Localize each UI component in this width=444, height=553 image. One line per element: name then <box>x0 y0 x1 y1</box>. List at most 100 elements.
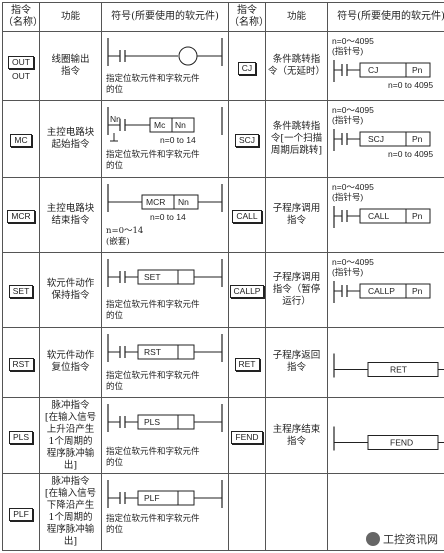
func-cell-right: 条件跳转指 令（无延时） <box>265 30 328 102</box>
symbol-note: n=0～14 (嵌套) <box>106 225 144 247</box>
range-label: n=0 to 14 <box>160 135 196 145</box>
cmd-box: MC <box>10 134 32 148</box>
sym-cell-right <box>327 473 444 551</box>
instruction-box <box>359 131 431 147</box>
header-func-2: 功能 <box>265 2 328 32</box>
cmd-box: PLF <box>9 507 33 521</box>
header-func: 功能 <box>39 2 102 32</box>
ladder-symbol-right: FEND <box>329 398 444 473</box>
instruction-label: FEND <box>390 437 413 447</box>
pointer-range: n=0～4095 (指针号) <box>332 36 374 56</box>
pointer-range: n=0～4095 (指针号) <box>332 105 374 126</box>
header-cmd: 指令 （名称） <box>2 2 40 32</box>
func-cell-right: 子程序调用 指令 <box>265 176 328 254</box>
func-cell: 主控电路块 结束指令 <box>39 176 102 254</box>
cmd-cell-right: SCJ <box>228 100 266 178</box>
symbol-note: 指定位软元件和字软元件 的位 <box>106 514 200 536</box>
sym-cell-right: CALL Pn n=0～4095 (指针号) <box>327 176 444 254</box>
pointer-label: Pn <box>412 211 423 221</box>
instruction-label: CJ <box>368 65 378 75</box>
mcr-label: MCR <box>146 197 165 207</box>
cmd-box-right: RET <box>234 357 260 371</box>
pointer-range: n=0～4095 (指针号) <box>332 257 374 278</box>
watermark: 工控资讯网 <box>366 531 438 547</box>
range-label: n=0 to 14 <box>150 212 186 222</box>
nest-label: Nn <box>110 114 121 124</box>
ladder-diagram-right: FEND <box>333 426 444 451</box>
ladder-diagram: PLF <box>107 480 223 509</box>
sym-cell: PLS 指定位软元件和字软元件 的位 <box>101 396 229 475</box>
pointer-range: n=0～4095 (指针号) <box>332 181 374 202</box>
cmd-cell-right: RET <box>228 326 266 398</box>
cmd-cell-right: CALL <box>228 176 266 254</box>
ladder-diagram: RST <box>107 333 223 362</box>
instruction-label: CALL <box>368 211 390 221</box>
func-cell-right: 子程序调用 指令（暂停 运行） <box>265 252 328 328</box>
instruction-box <box>359 283 431 299</box>
header-row: 指令 （名称） 功能 符号(所要使用的软元件) 指令 （名称） 功能 符号(所要… <box>2 2 444 32</box>
cmd-cell-right <box>228 473 266 551</box>
cmd-cell: PLF <box>2 473 40 551</box>
instruction-label: PLS <box>144 417 160 427</box>
cmd-name: OUT <box>12 71 30 82</box>
cmd-box: MCR <box>7 210 35 224</box>
instruction-box <box>359 208 431 224</box>
cmd-box-right: FEND <box>231 431 263 445</box>
ladder-diagram <box>107 38 223 66</box>
cmd-box: SET <box>8 285 34 299</box>
symbol-note: 指定位软元件和字软元件 的位 <box>106 446 200 468</box>
sym-cell-right: FEND <box>327 396 444 475</box>
instruction-box <box>359 62 431 78</box>
sym-cell-right: RET <box>327 326 444 398</box>
pointer-label: Pn <box>412 134 423 144</box>
func-cell: 主控电路块 起始指令 <box>39 100 102 178</box>
cmd-box-right: CALL <box>232 210 262 224</box>
ladder-symbol: 指定位软元件和字软元件 的位 <box>103 33 228 100</box>
ladder-symbol: PLF 指定位软元件和字软元件 的位 <box>103 475 228 550</box>
func-cell-right <box>265 473 328 551</box>
symbol-note: 指定位软元件和字软元件 的位 <box>106 300 200 322</box>
pointer-label: Pn <box>412 286 423 296</box>
cmd-cell: MC <box>2 100 40 178</box>
range-label: n=0 to 4095 <box>388 149 433 159</box>
sym-cell: PLF 指定位软元件和字软元件 的位 <box>101 473 229 551</box>
ladder-diagram-right: CALL Pn <box>333 205 431 228</box>
cmd-cell: PLS <box>2 396 40 475</box>
func-cell-right: 条件跳转指 令[一个扫描 周期后跳转] <box>265 100 328 178</box>
cmd-cell: RST <box>2 326 40 398</box>
func-cell-right: 子程序返回 指令 <box>265 326 328 398</box>
cmd-cell: SET <box>2 252 40 328</box>
func-cell: 软元件动作 复位指令 <box>39 326 102 398</box>
header-sym-2: 符号(所要使用的软元件) <box>327 2 444 32</box>
func-cell: 线圈输出 指令 <box>39 30 102 102</box>
ladder-diagram: PLS <box>107 403 223 432</box>
instruction-label: RST <box>144 347 161 357</box>
wechat-icon <box>366 532 380 546</box>
cmd-cell-right: CJ <box>228 30 266 102</box>
ladder-symbol: PLS 指定位软元件和字软元件 的位 <box>103 398 228 473</box>
symbol-note: 指定位软元件和字软元件 的位 <box>106 150 200 172</box>
instruction-label: PLF <box>144 493 160 503</box>
